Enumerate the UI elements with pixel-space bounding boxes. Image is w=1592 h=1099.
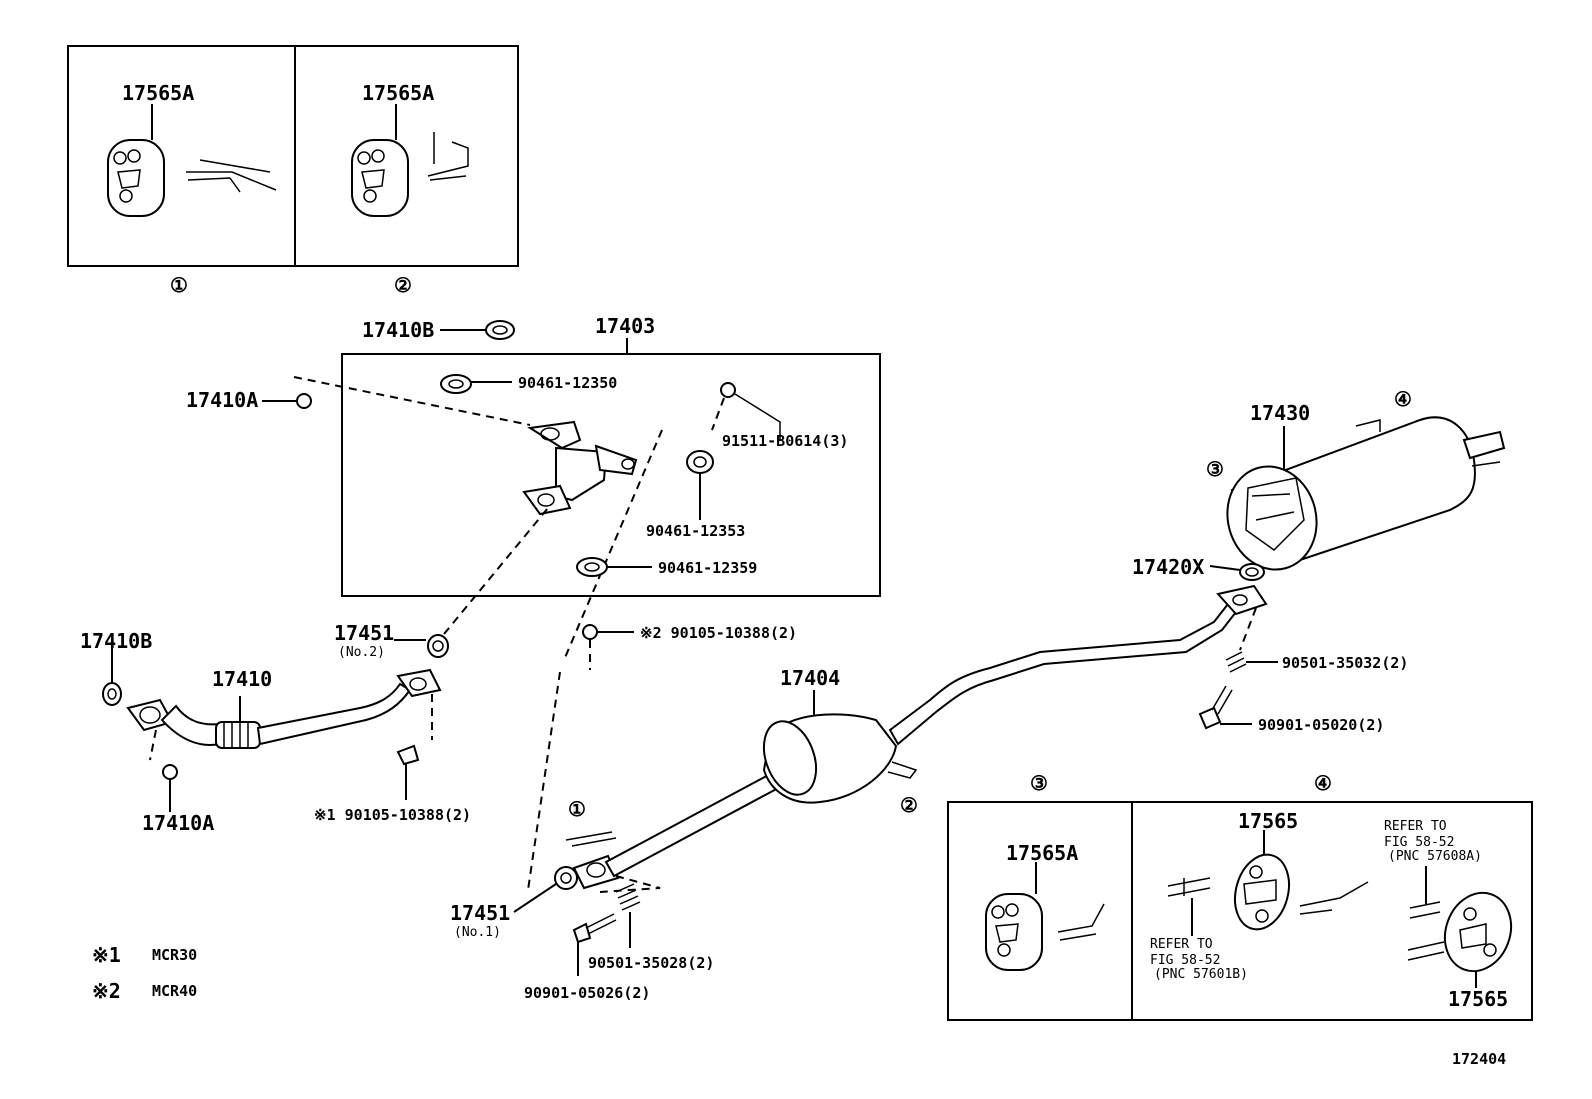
detail-box-3-4 <box>947 801 1533 1021</box>
refer-a-line3: (PNC 57608A) <box>1388 849 1482 864</box>
label-90501-35028: 90501-35028(2) <box>588 954 714 972</box>
gasket-17410B-left <box>102 648 122 706</box>
refer-a-line1: REFER TO <box>1384 819 1447 834</box>
label-90901-05020: 90901-05020(2) <box>1258 716 1384 734</box>
spring-90501-35028 <box>615 883 641 948</box>
label-17430: 17430 <box>1250 401 1310 425</box>
y-pipe-17403 <box>522 420 638 516</box>
label-17565A-2: 17565A <box>362 81 434 105</box>
note-1-text: MCR30 <box>152 946 197 964</box>
flange-rear <box>1216 584 1268 651</box>
note-1-mark: ※1 <box>92 943 121 967</box>
label-17565A-3: 17565A <box>1006 841 1078 865</box>
spring-90501-35032 <box>1225 651 1278 673</box>
marker-1-pipe: ① <box>568 797 586 821</box>
label-90461-12353: 90461-12353 <box>646 522 745 540</box>
marker-2-pipe: ② <box>900 793 918 817</box>
bolt-90901-05020 <box>1198 685 1252 730</box>
label-90105-10388-mcr30: ※1 90105-10388(2) <box>314 806 471 824</box>
label-no2: (No.2) <box>338 645 385 660</box>
hanger-17565-a <box>1167 830 1369 931</box>
label-17565-b: 17565 <box>1448 987 1508 1011</box>
label-17410: 17410 <box>212 667 272 691</box>
view-marker-1: ① <box>170 273 188 297</box>
nut-17410A-bottom <box>162 764 178 812</box>
marker-4-muffler: ④ <box>1394 387 1412 411</box>
label-90461-12350: 90461-12350 <box>518 374 617 392</box>
label-17451-no2: 17451 <box>334 621 394 645</box>
label-no1: (No.1) <box>454 925 501 940</box>
label-17420X: 17420X <box>1132 555 1204 579</box>
gasket-17410B-top <box>440 320 515 340</box>
bolt-90105-10388-mcr40 <box>582 624 634 670</box>
hanger-17565A-view3 <box>985 862 1105 971</box>
hanger-17565A-view1 <box>107 104 277 217</box>
assembly-box-17403 <box>341 353 881 597</box>
label-17410A-bottom: 17410A <box>142 811 214 835</box>
center-pipe-17404 <box>527 602 1238 893</box>
label-17410B-top: 17410B <box>362 318 434 342</box>
refer-b-line3: (PNC 57601B) <box>1154 967 1248 982</box>
label-90501-35032: 90501-35032(2) <box>1282 654 1408 672</box>
nut-17410A-top <box>262 376 531 426</box>
tail-muffler-17430 <box>1226 416 1506 571</box>
hanger-17565-b <box>1407 866 1513 988</box>
label-17404: 17404 <box>780 666 840 690</box>
refer-b-line2: FIG 58-52 <box>1150 953 1220 968</box>
label-90901-05026: 90901-05026(2) <box>524 984 650 1002</box>
view-marker-4: ④ <box>1314 771 1332 795</box>
gasket-17420X <box>1209 563 1265 581</box>
view-marker-3: ③ <box>1030 771 1048 795</box>
figure-number: 172404 <box>1452 1050 1506 1068</box>
gasket-90461-12353 <box>686 450 714 520</box>
note-2-text: MCR40 <box>152 982 197 1000</box>
label-91511-B0614: 91511-B0614(3) <box>722 432 848 450</box>
label-17451-no1: 17451 <box>450 901 510 925</box>
view-marker-2: ② <box>394 273 412 297</box>
bolt-91511-B0614 <box>711 382 781 440</box>
label-17565A-1: 17565A <box>122 81 194 105</box>
gasket-90461-12350 <box>440 374 512 394</box>
label-17565-a: 17565 <box>1238 809 1298 833</box>
gasket-17451-no1 <box>513 866 578 913</box>
refer-b-line1: REFER TO <box>1150 937 1213 952</box>
label-17410A-top: 17410A <box>186 388 258 412</box>
bolt-90105-10388-mcr30 <box>396 744 420 800</box>
label-17410B-left: 17410B <box>80 629 152 653</box>
marker-3-muffler: ③ <box>1206 457 1224 481</box>
label-90105-10388-mcr40: ※2 90105-10388(2) <box>640 624 797 642</box>
front-pipe-17410 <box>126 668 442 761</box>
detail-box-1-2 <box>67 45 519 267</box>
gasket-90461-12359 <box>576 557 652 577</box>
bolt-90901-05026 <box>572 913 617 976</box>
label-17403: 17403 <box>595 314 655 338</box>
note-2-mark: ※2 <box>92 979 121 1003</box>
refer-a-line2: FIG 58-52 <box>1384 835 1454 850</box>
hanger-17565A-view2 <box>351 104 469 217</box>
gasket-17451-no2 <box>394 507 549 658</box>
label-90461-12359: 90461-12359 <box>658 559 757 577</box>
